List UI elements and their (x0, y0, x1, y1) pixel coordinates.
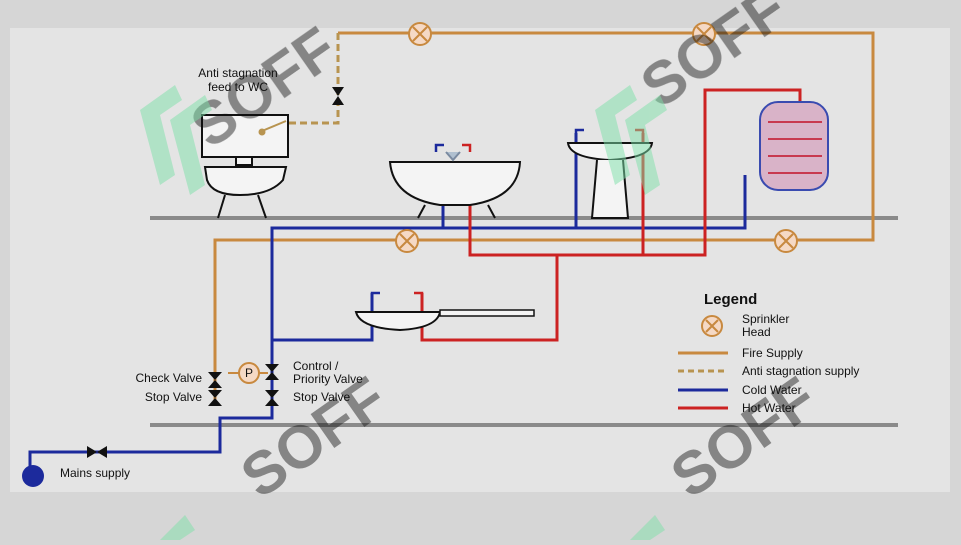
mains-stop-valve-icon (87, 446, 107, 458)
control-priority-label-line2: Priority Valve (293, 372, 363, 386)
wash-basin-icon (388, 143, 522, 219)
legend-fire-supply: Fire Supply (742, 346, 803, 360)
watermark-logo (140, 85, 667, 540)
anti-stagnation-pipe (270, 33, 340, 125)
sprinkler-head (774, 229, 798, 253)
kitchen-sink-icon (354, 291, 535, 332)
mains-supply-icon (22, 465, 44, 487)
stop-valve-left-label: Stop Valve (145, 390, 202, 404)
pump-indicator-icon: P (228, 362, 268, 384)
stop-valve-right-label: Stop Valve (293, 390, 350, 404)
sprinkler-head (395, 229, 419, 253)
legend-anti-stagnation: Anti stagnation supply (742, 364, 859, 378)
legend: Legend Sprinkler Head Fire Supply Anti s… (678, 291, 859, 415)
anti-stagnation-label-line2: feed to WC (208, 80, 268, 94)
legend-sprinkler-icon (701, 315, 723, 337)
check-valve-label: Check Valve (136, 371, 203, 385)
legend-cold-water: Cold Water (742, 383, 802, 397)
sprinkler-head (692, 22, 716, 46)
stop-valve-icon (208, 390, 222, 406)
stop-valve-icon (265, 390, 279, 406)
wc-toilet-icon (201, 114, 289, 219)
check-valve-icon (208, 372, 222, 388)
control-priority-label-line1: Control / (293, 359, 339, 373)
sprinkler-head (408, 22, 432, 46)
legend-sprinkler-line2: Head (742, 325, 771, 339)
legend-title: Legend (704, 291, 757, 308)
legend-hot-water: Hot Water (742, 401, 796, 415)
mains-supply-label: Mains supply (60, 466, 130, 480)
anti-stagnation-label-line1: Anti stagnation (198, 66, 277, 80)
gate-valve-icon (332, 87, 344, 105)
control-priority-valve-icon (265, 364, 279, 380)
pump-label: P (245, 366, 253, 380)
hot-water-cylinder-icon (759, 101, 829, 191)
legend-sprinkler-line1: Sprinkler (742, 312, 789, 326)
